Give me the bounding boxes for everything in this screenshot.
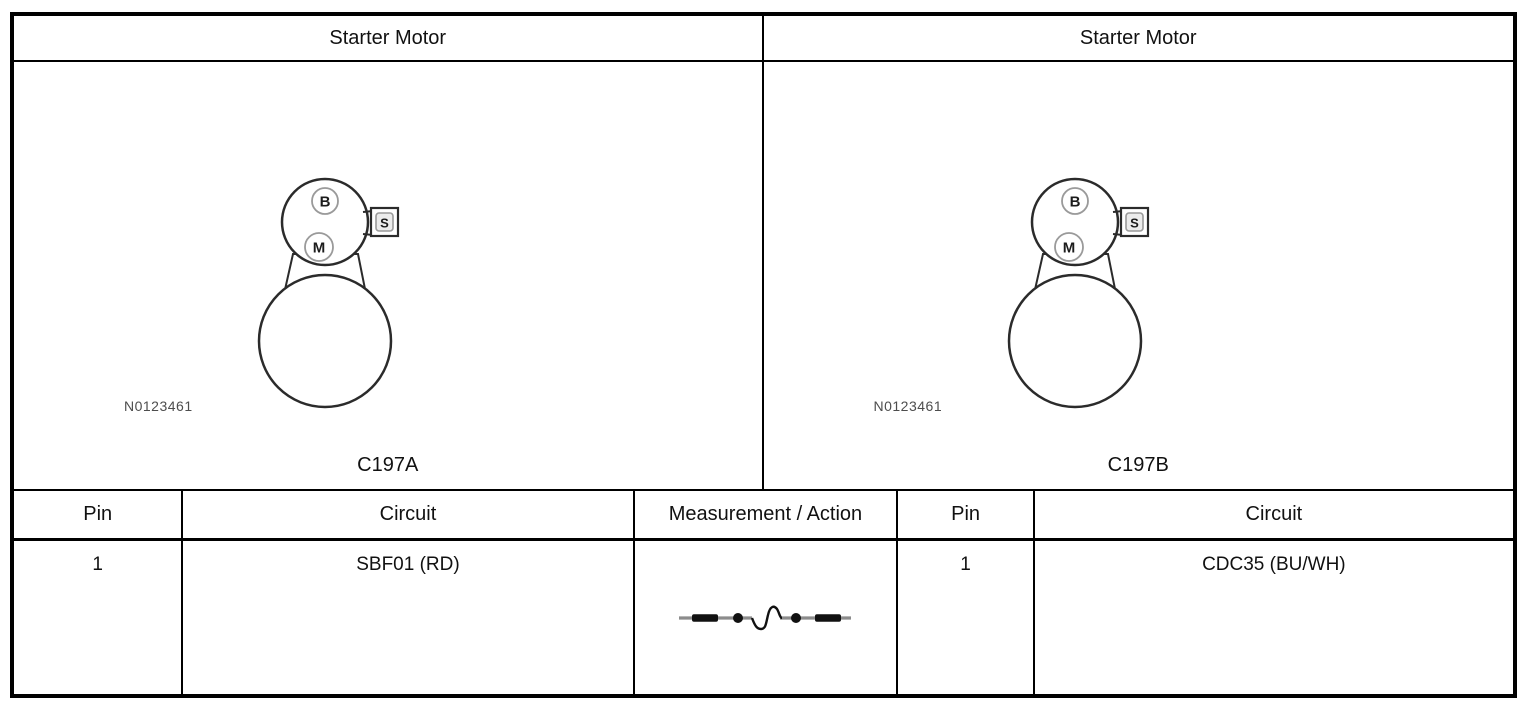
resistance-wave [751,605,783,630]
header-circuit-right: Circuit [1245,503,1303,525]
starter-motor-diagram: S B M [257,177,400,409]
starter-motor-diagram: S B M [1007,177,1149,409]
connector-label-right: C197B [1107,454,1169,476]
cell-measurement-action [635,541,899,694]
terminal-m-ring [1053,232,1084,262]
cell-circuit-right: CDC35 (BU/WH) [1202,554,1346,575]
terminal-b-label: B [320,194,331,211]
wire-splice-left [692,613,719,622]
terminal-m-ring [304,232,334,262]
header-circuit-left: Circuit [183,491,635,538]
wire-splice-right [815,613,842,622]
diagram-row: S B M N0123461 S B [14,62,1513,442]
panel-title-right: Starter Motor [1079,26,1197,49]
pin-table-header-row: Pin Circuit Measurement / Action Pin Cir… [14,491,1513,541]
panel-title-row: Starter Motor Starter Motor [14,16,1513,62]
diagram-cell-right: S B M N0123461 [764,62,1514,442]
figure-number: N0123461 [124,398,193,414]
wire-terminal-dot-right [791,612,802,623]
header-measurement-action: Measurement / Action [635,491,899,538]
solenoid-circle [1030,177,1119,267]
terminal-s-label: S [380,216,389,231]
header-pin-right: Pin [898,491,1035,538]
pin-table-row: 1 SBF01 (RD) 1 CDC35 (BU/WH) [14,541,1513,694]
connector-label-row: C197A C197B [14,442,1513,491]
header-pin-left: Pin [14,491,184,538]
solenoid-circle [280,177,370,267]
terminal-s-label: S [1130,216,1139,231]
panel-title-left: Starter Motor [14,16,764,60]
motor-body-circle [257,273,393,409]
terminal-b-ring [311,187,339,215]
cell-pin-left: 1 [14,541,184,694]
terminal-m-label: M [1062,240,1075,257]
connector-label-left: C197A [14,442,764,489]
cell-pin-right: 1 [898,541,1035,694]
motor-body-circle [1007,273,1142,409]
figure-number: N0123461 [873,398,943,414]
terminal-b-ring [1060,187,1089,215]
s-terminal-inner [1124,212,1144,232]
diagram-cell-left: S B M N0123461 [14,62,764,442]
resistance-measurement-icon [679,605,852,630]
cell-circuit-left: SBF01 (RD) [183,541,635,694]
s-terminal-inner [375,212,394,232]
terminal-m-label: M [313,240,326,257]
wire-terminal-dot-left [733,612,744,623]
page-frame: Starter Motor Starter Motor S B [10,12,1517,698]
terminal-b-label: B [1069,194,1080,211]
